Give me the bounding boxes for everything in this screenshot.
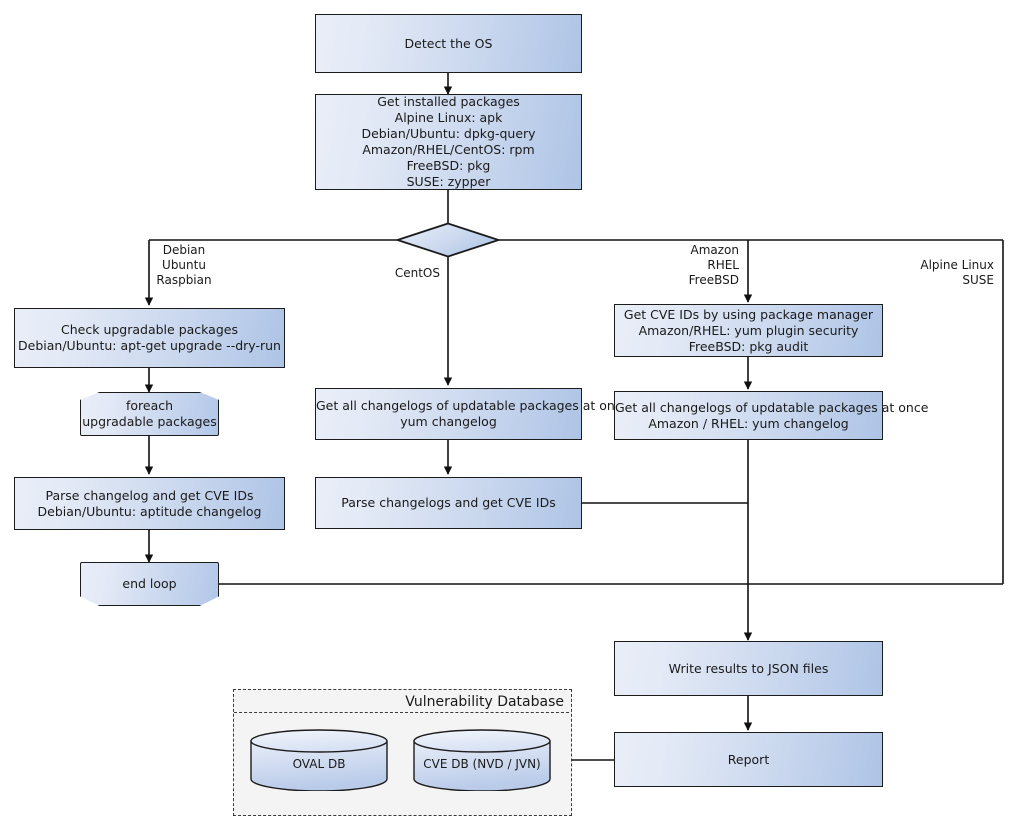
node-detect-os-label: Detect the OS bbox=[404, 35, 493, 51]
text-line: Raspbian bbox=[156, 273, 212, 287]
cylinder-body bbox=[250, 740, 388, 791]
node-report-label: Report bbox=[727, 751, 770, 767]
text-line: yum changelog bbox=[400, 414, 497, 429]
text-line: upgradable packages bbox=[82, 414, 217, 429]
node-changelogs-centos[interactable]: Get all changelogs of updatable packages… bbox=[315, 388, 629, 440]
text-line: Check upgradable packages bbox=[61, 322, 238, 337]
node-report[interactable]: Report bbox=[614, 732, 883, 787]
edge-label-amazon: Amazon RHEL FreeBSD bbox=[664, 243, 739, 288]
node-changelogs-centos-label: Get all changelogs of updatable packages… bbox=[316, 398, 629, 430]
node-detect-os[interactable]: Detect the OS bbox=[315, 14, 582, 73]
text-line: SUSE: zypper bbox=[406, 174, 491, 189]
node-get-installed-packages[interactable]: Get installed packages Alpine Linux: apk… bbox=[315, 94, 582, 190]
node-foreach-loop-label: foreach upgradable packages bbox=[81, 398, 218, 430]
text-line: FreeBSD bbox=[688, 273, 739, 287]
text-line: foreach bbox=[125, 398, 174, 413]
text-line: Debian/Ubuntu: apt-get upgrade --dry-run bbox=[18, 338, 281, 353]
text-line: Alpine Linux: apk bbox=[394, 110, 503, 125]
text-line: Debian/Ubuntu: aptitude changelog bbox=[37, 503, 262, 519]
node-write-json[interactable]: Write results to JSON files bbox=[614, 641, 883, 696]
text-line: Amazon bbox=[690, 243, 740, 257]
node-check-upgradable[interactable]: Check upgradable packages Debian/Ubuntu:… bbox=[14, 308, 285, 368]
edge-label-alpine: Alpine Linux SUSE bbox=[880, 258, 994, 288]
edge-label-centos: CentOS bbox=[370, 266, 440, 281]
database-oval-db-label: OVAL DB bbox=[292, 757, 346, 771]
node-os-decision[interactable] bbox=[394, 222, 502, 258]
text-line: Alpine Linux bbox=[920, 258, 994, 272]
cylinder-top bbox=[413, 729, 551, 753]
database-cve-db-label: CVE DB (NVD / JVN) bbox=[423, 757, 541, 771]
text-line: Debian/Ubuntu: dpkg-query bbox=[361, 126, 536, 141]
database-cve-db[interactable]: CVE DB (NVD / JVN) bbox=[412, 729, 552, 791]
node-parse-changelog-deb[interactable]: Parse changelog and get CVE IDs Debian/U… bbox=[14, 477, 285, 530]
text-line: Get CVE IDs by using package manager bbox=[623, 306, 874, 322]
decision-diamond-shape bbox=[394, 222, 502, 258]
vulnerability-database-title: Vulnerability Database bbox=[405, 694, 564, 710]
text-line: Amazon / RHEL: yum changelog bbox=[648, 415, 849, 431]
node-get-cve-ids-pkgmgr-label: Get CVE IDs by using package manager Ama… bbox=[615, 307, 882, 355]
text-line: Get installed packages bbox=[377, 94, 520, 109]
text-line: SUSE bbox=[962, 273, 994, 287]
text-line: CentOS bbox=[394, 266, 440, 280]
text-line: Debian bbox=[162, 243, 206, 257]
node-write-json-label: Write results to JSON files bbox=[668, 660, 829, 676]
text-line: Get all changelogs of updatable packages… bbox=[615, 399, 929, 415]
text-line: FreeBSD: pkg bbox=[406, 158, 491, 173]
node-end-loop[interactable]: end loop bbox=[80, 562, 219, 606]
cylinder-top bbox=[250, 729, 388, 753]
text-line: Ubuntu bbox=[162, 258, 206, 272]
node-foreach-loop[interactable]: foreach upgradable packages bbox=[80, 392, 219, 436]
node-get-cve-ids-pkgmgr[interactable]: Get CVE IDs by using package manager Ama… bbox=[614, 304, 883, 357]
text-line: Get all changelogs of updatable packages… bbox=[316, 398, 630, 413]
node-changelogs-amazon[interactable]: Get all changelogs of updatable packages… bbox=[614, 391, 928, 440]
text-line: Amazon/RHEL: yum plugin security bbox=[638, 322, 859, 338]
node-parse-changelogs-centos[interactable]: Parse changelogs and get CVE IDs bbox=[315, 477, 582, 529]
node-parse-changelog-deb-label: Parse changelog and get CVE IDs Debian/U… bbox=[15, 488, 284, 520]
cylinder-body bbox=[413, 740, 551, 791]
text-line: FreeBSD: pkg audit bbox=[688, 338, 809, 354]
node-end-loop-label: end loop bbox=[122, 576, 177, 591]
node-get-installed-packages-label: Get installed packages Alpine Linux: apk… bbox=[316, 94, 581, 190]
node-changelogs-amazon-label: Get all changelogs of updatable packages… bbox=[615, 400, 928, 432]
database-oval-db[interactable]: OVAL DB bbox=[249, 729, 389, 791]
text-line: Amazon/RHEL/CentOS: rpm bbox=[362, 142, 535, 157]
text-line: RHEL bbox=[707, 258, 739, 272]
edge-label-debian: Debian Ubuntu Raspbian bbox=[152, 243, 216, 288]
node-parse-changelogs-centos-label: Parse changelogs and get CVE IDs bbox=[341, 495, 556, 510]
node-check-upgradable-label: Check upgradable packages Debian/Ubuntu:… bbox=[15, 322, 284, 354]
vulnerability-database-title-divider bbox=[234, 712, 569, 713]
text-line: Parse changelog and get CVE IDs bbox=[45, 487, 254, 503]
